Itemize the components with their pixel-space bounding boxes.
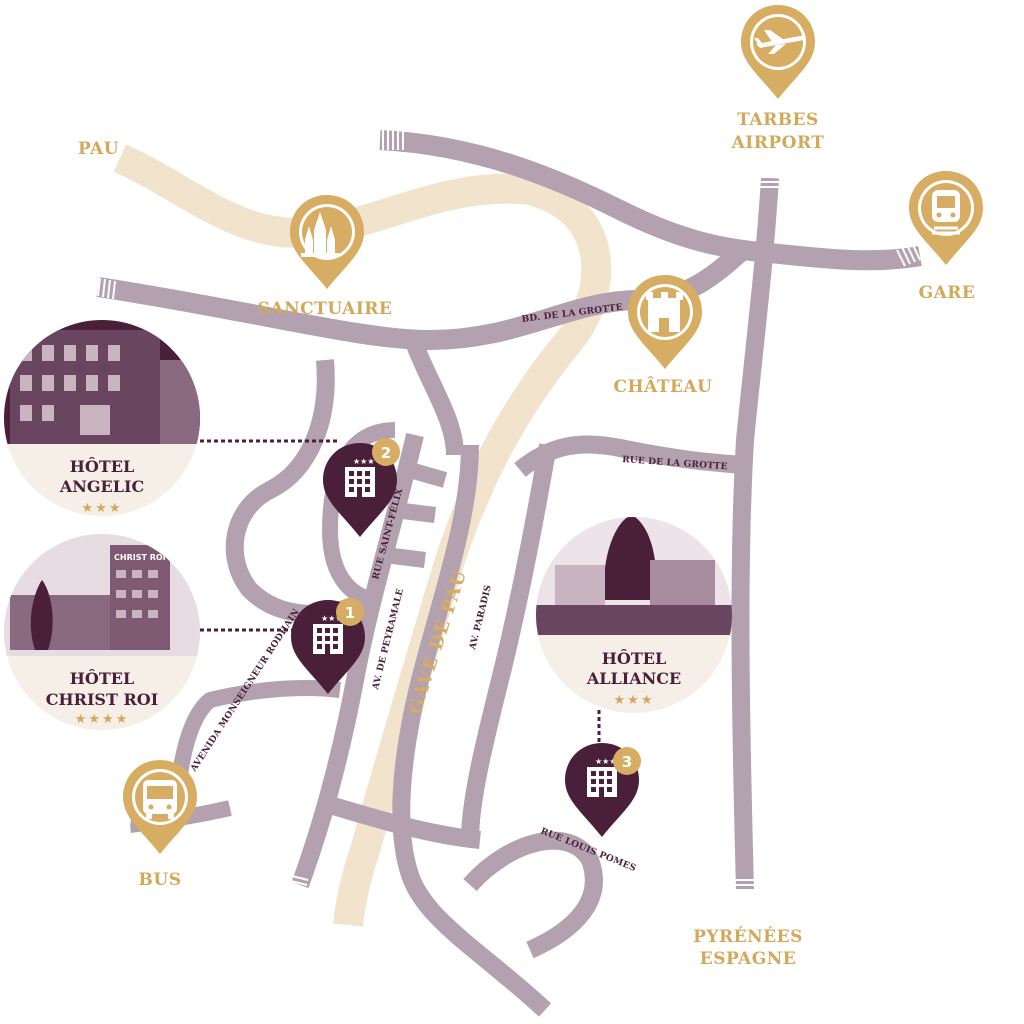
hotel-pin-1-christ-roi[interactable]: 1: [291, 598, 365, 694]
hotel-christ-roi-sign: CHRIST ROI: [114, 553, 166, 562]
hotel-pin-number-3: 3: [622, 753, 632, 771]
train-icon: [932, 190, 960, 235]
hotel-angelic-title-line1: HÔTEL: [70, 456, 134, 476]
hotel-alliance-title-line2: ALLIANCE: [586, 669, 681, 688]
hotel-pin-2-angelic[interactable]: 2: [323, 438, 400, 537]
hotel-alliance-title-line1: HÔTEL: [602, 648, 666, 668]
road-label-av-paradis: AV. PARADIS: [468, 584, 494, 652]
hotel-christ-roi-stars: ★★★★: [75, 712, 130, 727]
place-label-pyrenees-line2: ESPAGNE: [700, 949, 797, 969]
place-label-airport-line1: TARBES: [737, 110, 819, 130]
airplane-icon: [754, 30, 807, 54]
hotel-card-alliance[interactable]: HÔTEL ALLIANCE ★★★: [536, 515, 732, 713]
hotel-pin-3-alliance[interactable]: 3: [565, 743, 641, 837]
place-label-chateau: CHÂTEAU: [614, 376, 713, 397]
road-end-markers: [97, 130, 921, 896]
hotel-angelic-stars: ★★★: [82, 501, 123, 516]
castle-icon: [646, 292, 683, 332]
hotel-christ-roi-title-line2: CHRIST ROI: [46, 690, 158, 709]
hotel-card-christ-roi[interactable]: CHRIST ROI HÔTEL CHRIST ROI ★★★★: [0, 532, 204, 732]
place-label-gare: GARE: [919, 283, 976, 303]
place-label-pyrenees-line1: PYRÉNÉES: [693, 926, 803, 947]
bus-marker[interactable]: [123, 760, 197, 854]
place-label-pau: PAU: [78, 139, 119, 159]
hotel-alliance-stars: ★★★: [614, 693, 655, 708]
hotel-christ-roi-photo: CHRIST ROI: [4, 534, 200, 730]
hotel-pin-number-2: 2: [381, 444, 391, 462]
road-network: [96, 130, 922, 1017]
bus-icon: [143, 780, 177, 819]
chateau-marker[interactable]: [628, 275, 702, 369]
hotel-christ-roi-title-line1: HÔTEL: [70, 668, 134, 688]
hotel-pin-number-1: 1: [345, 604, 355, 622]
gare-marker[interactable]: [909, 171, 983, 265]
sanctuaire-marker[interactable]: [290, 195, 364, 289]
place-label-bus: BUS: [139, 870, 182, 890]
airport-marker[interactable]: [741, 5, 815, 99]
hotel-card-angelic[interactable]: HÔTEL ANGELIC ★★★: [0, 318, 204, 518]
place-label-airport-line2: AIRPORT: [731, 133, 825, 153]
church-icon: [301, 212, 339, 257]
place-label-sanctuaire: SANCTUAIRE: [258, 299, 393, 319]
hotel-angelic-title-line2: ANGELIC: [59, 477, 144, 496]
hotel-connectors: [200, 439, 601, 750]
